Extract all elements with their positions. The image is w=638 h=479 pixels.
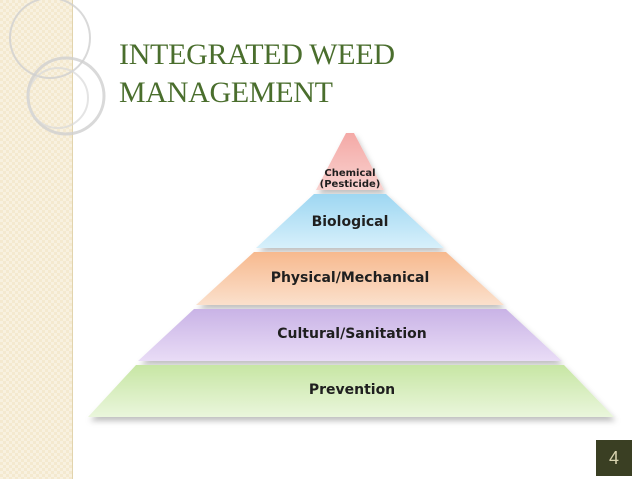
sidebar-decoration bbox=[0, 0, 73, 479]
pyramid-label-cultural-sanitation: Cultural/Sanitation bbox=[277, 326, 426, 342]
pyramid-level-physical-mechanical bbox=[196, 252, 504, 305]
slide-title-line-1: INTEGRATED WEED bbox=[119, 38, 395, 71]
page-number-badge: 4 bbox=[596, 440, 632, 476]
pyramid-label-chemical-line-1: Chemical bbox=[324, 168, 375, 179]
slide-title-line-2: MANAGEMENT bbox=[119, 76, 333, 109]
pyramid-label-physical-mechanical: Physical/Mechanical bbox=[271, 270, 430, 286]
pyramid-level-chemical bbox=[316, 133, 384, 190]
pyramid-level-prevention bbox=[88, 365, 614, 417]
decorative-circles bbox=[9, 0, 106, 136]
slide-title: INTEGRATED WEED MANAGEMENT bbox=[119, 36, 539, 112]
pyramid-label-prevention: Prevention bbox=[309, 382, 395, 398]
pyramid-level-biological bbox=[256, 194, 444, 248]
pyramid-level-cultural-sanitation bbox=[138, 309, 562, 361]
sidebar-pattern bbox=[0, 0, 72, 479]
pyramid-label-biological: Biological bbox=[312, 214, 389, 230]
pyramid-label-chemical-line-2: (Pesticide) bbox=[320, 179, 381, 190]
